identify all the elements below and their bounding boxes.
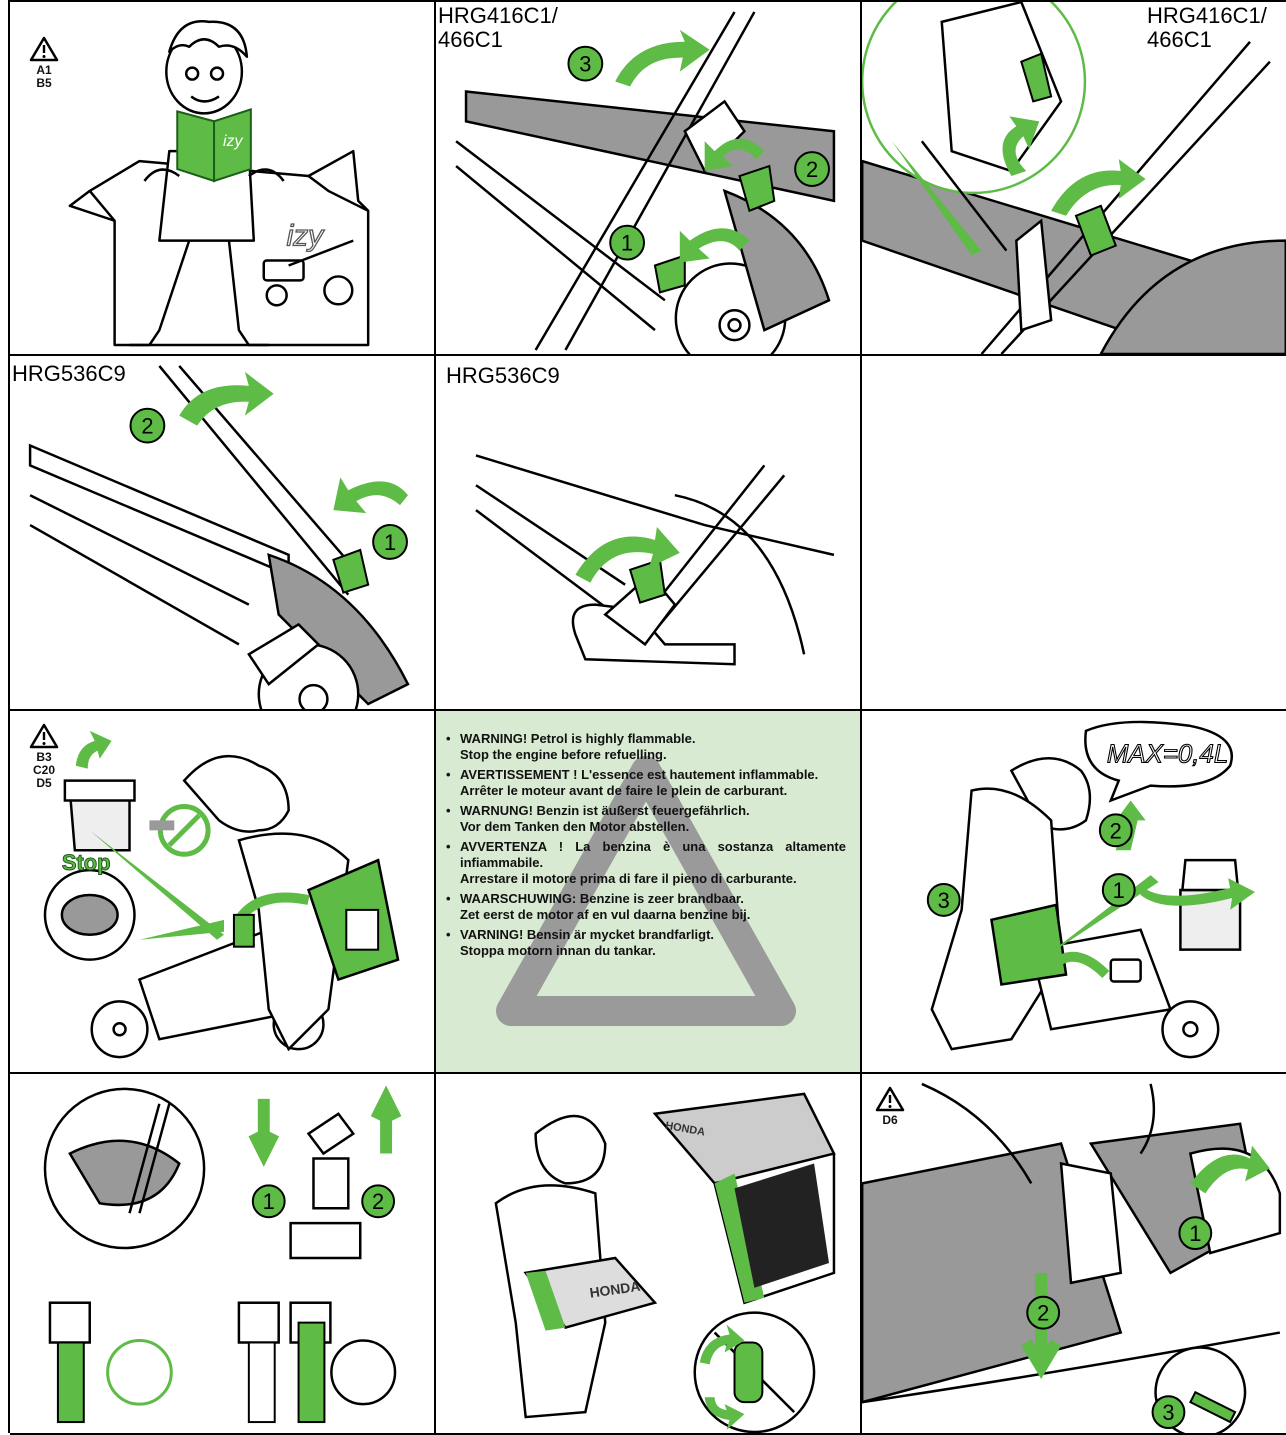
instruction-grid: A1 B5 izy: [8, 0, 1286, 1433]
step-number: 3: [938, 888, 950, 913]
manual-logo: izy: [223, 133, 243, 150]
step-number: 2: [806, 157, 818, 182]
warning-panel-background: WARNING! Petrol is highly flammable.Stop…: [436, 711, 860, 1072]
handle-unfold-illustration: 3 2 1: [436, 2, 860, 354]
handle-lock-detail-illustration: [862, 2, 1286, 354]
step-number: 2: [1037, 1301, 1049, 1326]
panel-empty: [862, 356, 1286, 711]
step-number: 1: [1113, 878, 1125, 903]
oil-check-illustration: 1 2: [10, 1074, 434, 1433]
warning-line: WARNING! Petrol is highly flammable.: [460, 731, 846, 747]
panel-fill-fuel: MAX=0,4L 2 1 3: [862, 711, 1286, 1074]
step-number: 3: [579, 52, 591, 77]
fuel-warning-list: WARNING! Petrol is highly flammable.Stop…: [446, 731, 846, 963]
panel-attach-bag: D6 1 2 3: [862, 1074, 1286, 1435]
warning-line: WAARSCHUWING: Benzine is zeer brandbaar.: [460, 891, 846, 907]
panel-unfold-handle-a: HRG416C1/ 466C1 3 2 1: [436, 2, 862, 356]
step-number: 2: [1110, 818, 1122, 843]
panel-open-fuel-cap: B3 C20 D5 Stop: [10, 711, 436, 1074]
panel-unfold-handle-b: HRG536C9 2 1: [10, 356, 436, 711]
warning-line: VARNING! Bensin är mycket brandfarligt.: [460, 927, 846, 943]
step-number: 1: [621, 231, 633, 256]
panel-read-manual: A1 B5 izy: [10, 2, 436, 356]
warning-line: Stop the engine before refuelling.: [460, 747, 846, 763]
warning-line: AVERTISSEMENT ! L'essence est hautement …: [460, 767, 846, 783]
box-logo: izy: [287, 220, 326, 253]
warning-line: Arrêter le moteur avant de faire le plei…: [460, 783, 846, 799]
step-number: 1: [263, 1189, 275, 1214]
stop-label: Stop: [62, 850, 111, 875]
step-number: 3: [1162, 1400, 1174, 1425]
panel-grass-bag: HONDA HONDA: [436, 1074, 862, 1435]
panel-oil-check: 1 2: [10, 1074, 436, 1435]
grass-bag-assembly-illustration: HONDA HONDA: [436, 1074, 860, 1433]
warning-item: WARNING! Petrol is highly flammable.Stop…: [446, 731, 846, 763]
warning-item: AVVERTENZA ! La benzina è una sostanza a…: [446, 839, 846, 887]
step-number: 1: [1189, 1221, 1201, 1246]
step-number: 2: [141, 414, 153, 439]
panel-handle-lock-b: HRG536C9: [436, 356, 862, 711]
fill-fuel-illustration: MAX=0,4L 2 1 3: [862, 711, 1286, 1072]
warning-line: Arrestare il motore prima di fare il pie…: [460, 871, 846, 887]
step-number: 1: [384, 530, 396, 555]
attach-bag-illustration: 1 2 3: [862, 1074, 1286, 1433]
step-number: 2: [372, 1189, 384, 1214]
warning-line: Zet eerst de motor af en vul daarna benz…: [460, 907, 846, 923]
handle-lock-illustration: [436, 356, 860, 709]
handle-unfold-illustration: 2 1: [10, 356, 434, 709]
capacity-label: MAX=0,4L: [1107, 741, 1228, 769]
warning-line: Vor dem Tanken den Motor abstellen.: [460, 819, 846, 835]
panel-fuel-warning: WARNING! Petrol is highly flammable.Stop…: [436, 711, 862, 1074]
warning-item: VARNING! Bensin är mycket brandfarligt.S…: [446, 927, 846, 959]
warning-item: WAARSCHUWING: Benzine is zeer brandbaar.…: [446, 891, 846, 923]
man-reading-manual-illustration: izy izy: [10, 2, 434, 354]
warning-line: WARNUNG! Benzin ist äußerst feuergefährl…: [460, 803, 846, 819]
warning-item: WARNUNG! Benzin ist äußerst feuergefährl…: [446, 803, 846, 835]
warning-item: AVERTISSEMENT ! L'essence est hautement …: [446, 767, 846, 799]
panel-handle-lock-a: HRG416C1/ 466C1: [862, 2, 1286, 356]
refuelling-illustration: Stop: [10, 711, 434, 1072]
warning-line: Stoppa motorn innan du tankar.: [460, 943, 846, 959]
warning-line: AVVERTENZA ! La benzina è una sostanza a…: [460, 839, 846, 871]
